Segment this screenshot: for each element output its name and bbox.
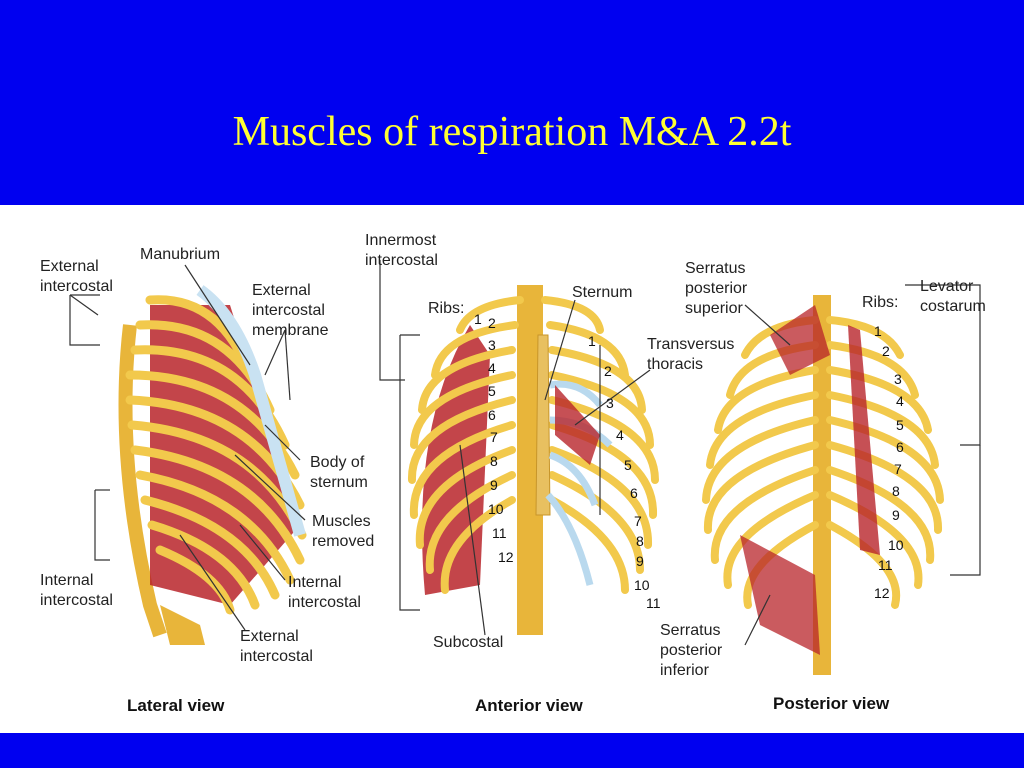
bottom-bar	[0, 733, 1024, 768]
rib-number: 4	[896, 393, 904, 409]
anterior-sternum	[535, 334, 551, 516]
rib-number: 6	[488, 407, 496, 423]
rib-number: 12	[498, 549, 514, 565]
label-manubrium: Manubrium	[140, 246, 221, 263]
rib-number: 7	[894, 461, 902, 477]
rib-number: 4	[616, 427, 624, 443]
rib-number: 9	[892, 507, 900, 523]
lateral-spine	[118, 324, 167, 638]
rib-number: 11	[492, 525, 507, 541]
anterior-view-caption: Anterior view	[475, 696, 583, 715]
rib-number: 8	[636, 533, 644, 549]
lateral-pelvis-vertebra	[160, 605, 205, 645]
rib-number: 1	[474, 311, 482, 327]
rib-number: 3	[488, 337, 496, 353]
rib-number: 9	[490, 477, 498, 493]
anatomy-illustration	[69, 260, 981, 675]
rib-number: 5	[624, 457, 632, 473]
rib-number: 6	[630, 485, 638, 501]
rib-number: 6	[896, 439, 904, 455]
rib-number: 8	[892, 483, 900, 499]
label-anterior-ribs: Ribs:	[428, 300, 465, 317]
rib-number: 2	[488, 315, 496, 331]
rib-number: 10	[634, 577, 650, 593]
serratus-superior-muscle	[770, 305, 830, 375]
rib-number: 10	[888, 537, 904, 553]
rib-number: 9	[636, 553, 644, 569]
rib-number: 10	[488, 501, 504, 517]
rib-number: 2	[604, 363, 612, 379]
serratus-inferior-muscle	[740, 535, 820, 655]
rib-number: 5	[488, 383, 496, 399]
posterior-ribcage	[702, 284, 981, 675]
rib-number: 4	[488, 360, 496, 376]
rib-number: 1	[588, 333, 596, 349]
rib-number: 2	[882, 343, 890, 359]
label-posterior-ribs: Ribs:	[862, 294, 899, 311]
anterior-ribcage	[379, 260, 659, 636]
label-subcostal: Subcostal	[433, 634, 504, 651]
lateral-ribcage	[69, 264, 307, 645]
rib-number: 7	[490, 429, 498, 445]
rib-number: 7	[634, 513, 642, 529]
rib-number: 3	[606, 395, 614, 411]
levator-costarum-muscles	[848, 325, 880, 555]
rib-number: 11	[646, 595, 661, 611]
rib-number: 8	[490, 453, 498, 469]
slide-title: Muscles of respiration M&A 2.2t	[232, 109, 792, 155]
rib-number: 5	[896, 417, 904, 433]
lateral-view-caption: Lateral view	[127, 696, 225, 715]
rib-number: 12	[874, 585, 890, 601]
label-sternum: Sternum	[572, 284, 633, 301]
anterior-transversus-muscle	[555, 385, 600, 465]
rib-number: 3	[894, 371, 902, 387]
lateral-sternum	[196, 285, 306, 537]
rib-number: 11	[878, 557, 893, 573]
posterior-view-caption: Posterior view	[773, 694, 890, 713]
rib-number: 1	[874, 323, 882, 339]
